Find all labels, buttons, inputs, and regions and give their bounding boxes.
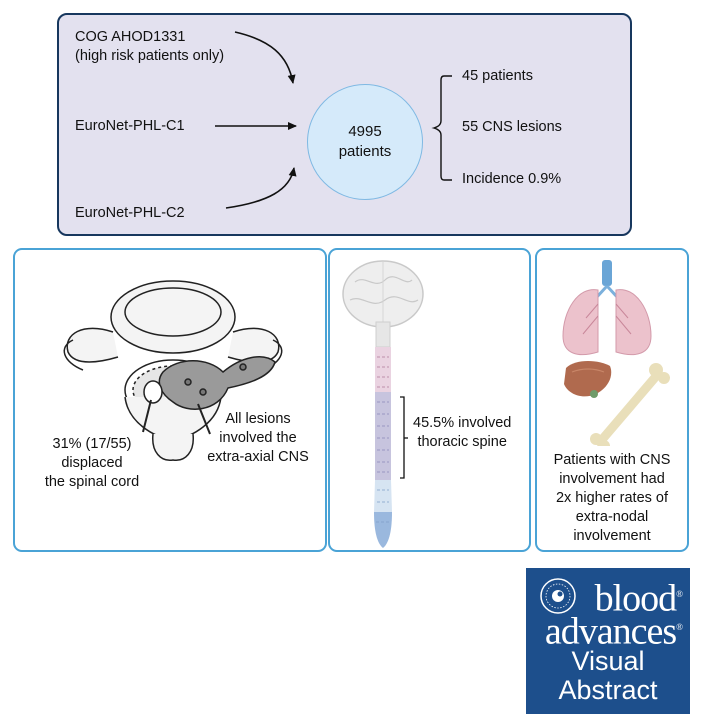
extranodal-line-3: 2x higher rates of <box>555 490 669 506</box>
displaced-cord-caption: 31% (17/55) displaced the spinal cord <box>27 435 157 492</box>
logo-abstract: Abstract <box>558 675 658 705</box>
extra-axial-caption: All lesions involved the extra-axial CNS <box>193 410 323 467</box>
extra-axial-line-1: All lesions <box>225 411 291 427</box>
logo-visual: Visual <box>571 646 645 676</box>
extranodal-caption: Patients with CNS involvement had 2x hig… <box>535 451 689 546</box>
total-patients-circle: 4995 patients <box>307 84 423 200</box>
displaced-cord-line-1: 31% (17/55) <box>52 436 132 452</box>
results-brace <box>431 75 452 181</box>
source-cog-note: (high risk patients only) <box>75 48 225 64</box>
society-seal-icon <box>540 578 576 614</box>
source-euronet-phl-c2: EuroNet-PHL-C2 <box>75 205 185 221</box>
organs-panel <box>535 248 689 552</box>
thoracic-line-2: thoracic spine <box>417 434 507 450</box>
extranodal-line-1: Patients with CNS <box>553 452 671 468</box>
extranodal-line-4: extra-nodal <box>575 509 649 525</box>
blood-advances-logo: blood® advances® Visual Abstract <box>526 568 690 714</box>
displaced-cord-line-3: the spinal cord <box>44 474 140 490</box>
logo-advances: advances® <box>544 610 683 653</box>
vertebra-illustration <box>63 280 283 461</box>
thoracic-line-1: 45.5% involved <box>413 415 512 431</box>
arrow-cog-to-total <box>234 31 296 84</box>
organs-illustration <box>562 260 670 446</box>
source-euronet-phl-c1: EuroNet-PHL-C1 <box>75 118 185 134</box>
arrow-c2-to-total <box>225 167 297 209</box>
total-count: 4995 <box>348 123 382 140</box>
extra-axial-line-3: extra-axial CNS <box>207 449 309 465</box>
thoracic-caption: 45.5% involved thoracic spine <box>413 414 511 452</box>
source-cog-ahod1331: COG AHOD1331 <box>75 29 186 45</box>
extranodal-line-2: involvement had <box>559 471 665 487</box>
result-incidence: Incidence 0.9% <box>462 171 562 187</box>
total-unit: patients <box>338 143 392 160</box>
extranodal-line-5: involvement <box>573 528 651 544</box>
result-patients: 45 patients <box>462 68 533 84</box>
logo-blood: blood® <box>594 577 683 620</box>
extra-axial-line-2: involved the <box>219 430 297 446</box>
brain-spine-illustration <box>342 260 424 548</box>
result-cns-lesions: 55 CNS lesions <box>462 119 562 135</box>
displaced-cord-line-2: displaced <box>61 455 123 471</box>
